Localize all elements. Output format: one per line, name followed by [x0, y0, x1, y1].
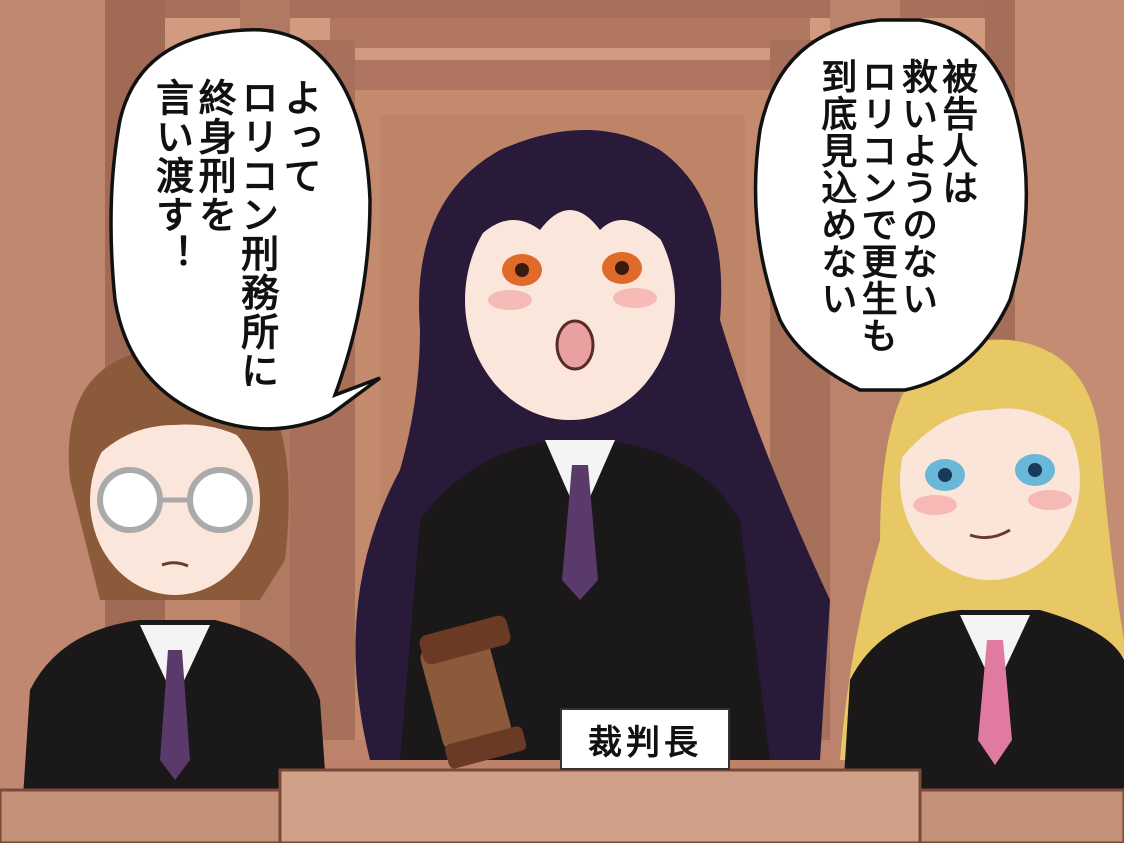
speech-bubble-left	[109, 27, 382, 431]
chief-judge	[355, 130, 830, 769]
speech-text-right: 被告人は 救いようのない ロリコンで更生も 到底見込めない	[815, 58, 978, 354]
speech-line: 言い渡す！	[149, 78, 194, 273]
left-judge	[20, 348, 330, 843]
gavel-icon	[419, 615, 527, 769]
speech-line: ロリコン刑務所に	[234, 78, 279, 390]
speech-line: 被告人は	[936, 58, 978, 206]
right-judge	[840, 339, 1124, 843]
speech-bubble-right	[753, 18, 1029, 392]
nameplate: 裁判長	[560, 708, 730, 770]
speech-line: ロリコンで更生も	[855, 58, 897, 354]
speech-line: 終身刑を	[192, 78, 237, 234]
speech-line: 救いようのない	[895, 58, 937, 317]
speech-line: 到底見込めない	[815, 58, 857, 317]
speech-line: よって	[277, 78, 322, 195]
speech-text-left: よって ロリコン刑務所に 終身刑を 言い渡す！	[149, 78, 322, 390]
